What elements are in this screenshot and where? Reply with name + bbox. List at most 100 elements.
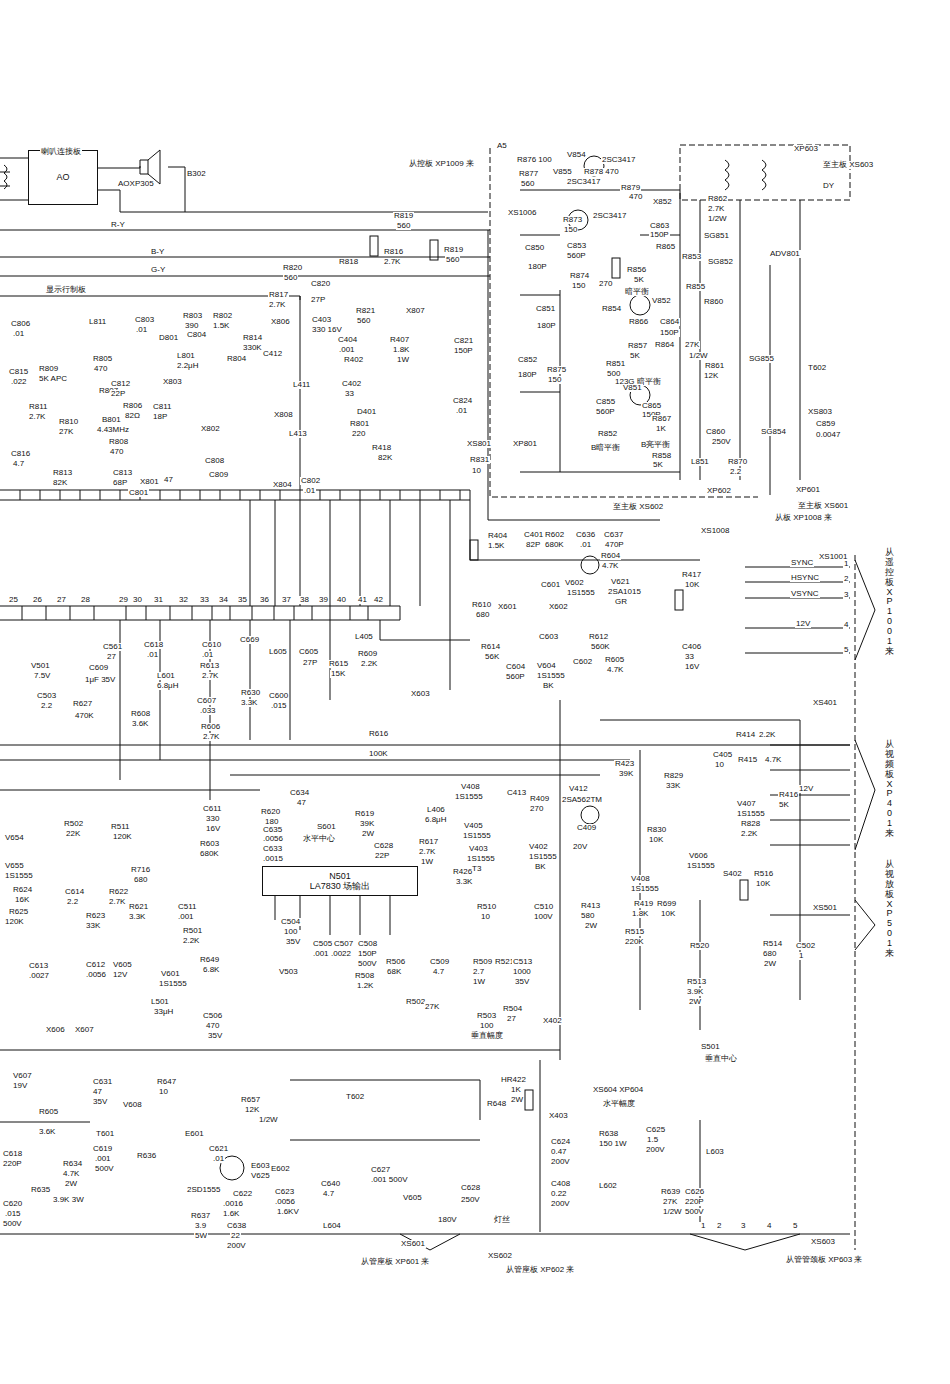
part-label: V855 xyxy=(552,168,573,176)
part-label: 2.2 xyxy=(66,898,79,906)
part-label: R877 xyxy=(518,170,539,178)
part-label: R648 xyxy=(486,1100,507,1108)
part-label: L602 xyxy=(598,1182,618,1190)
part-label: 10 xyxy=(714,761,725,769)
part-label: D801 xyxy=(158,334,179,342)
part-label: C604 xyxy=(505,663,526,671)
part-label: C628 xyxy=(460,1184,481,1192)
part-label: 560 xyxy=(520,180,535,188)
part-label: V851 xyxy=(622,384,643,392)
part-label: 250V xyxy=(711,438,732,446)
part-label: .001 xyxy=(312,950,330,958)
part-label: 1.5K xyxy=(487,542,505,550)
part-label: C816 xyxy=(10,450,31,458)
part-label: C602 xyxy=(572,658,593,666)
part-label: 82P xyxy=(525,541,541,549)
part-label: R639 xyxy=(660,1188,681,1196)
part-label: 1S1555 xyxy=(454,793,484,801)
part-label: R876 100 xyxy=(516,156,553,164)
part-label: 47 xyxy=(296,799,307,807)
part-label: 35V xyxy=(285,938,301,946)
part-label: VSYNC xyxy=(790,590,820,598)
part-label: R605 xyxy=(604,656,625,664)
part-label: R805 xyxy=(92,355,113,363)
part-label: .001 xyxy=(94,1155,112,1163)
part-label: 26 xyxy=(32,596,43,604)
part-label: 2 xyxy=(716,1222,722,1230)
part-label: X601 xyxy=(497,603,518,611)
part-label: S601 xyxy=(316,823,337,831)
part-label: 显示行制板 xyxy=(45,286,87,294)
part-label: 2.2 xyxy=(729,468,742,476)
part-label: C403 xyxy=(311,316,332,324)
part-label: C507 xyxy=(333,940,354,948)
part-label: C619 xyxy=(92,1145,113,1153)
part-label: C631 xyxy=(92,1078,113,1086)
part-label: 1.8K xyxy=(631,910,649,918)
part-label: V605 xyxy=(112,961,133,969)
part-label: V601 xyxy=(160,970,181,978)
part-label: 41 xyxy=(357,596,368,604)
part-label: C637 xyxy=(603,531,624,539)
part-label: C820 xyxy=(310,280,331,288)
part-label: X603 xyxy=(410,690,431,698)
resistor-symbol xyxy=(470,540,478,560)
part-label: 680 xyxy=(133,876,148,884)
part-label: 3.9K xyxy=(686,988,704,996)
part-label: R864 xyxy=(654,341,675,349)
part-label: X402 xyxy=(542,1017,563,1025)
part-label: C806 xyxy=(10,320,31,328)
part-label: X602 xyxy=(548,603,569,611)
part-label: V402 xyxy=(528,843,549,851)
part-label: C401 xyxy=(523,531,544,539)
part-label: 35 xyxy=(237,596,248,604)
part-label: 2.2K xyxy=(740,830,758,838)
part-label: R851 xyxy=(605,360,626,368)
part-label: C863 xyxy=(649,222,670,230)
part-label: C402 xyxy=(341,380,362,388)
part-label: R854 xyxy=(601,305,622,313)
part-label: R856 xyxy=(626,266,647,274)
part-label: C853 xyxy=(566,242,587,250)
part-label: C408 xyxy=(550,1180,571,1188)
part-label: C824 xyxy=(452,397,473,405)
part-label: C855 xyxy=(595,398,616,406)
part-label: .01 xyxy=(579,541,592,549)
part-label: R625 xyxy=(8,908,29,916)
part-label: 2SD1555 xyxy=(186,1186,221,1194)
part-label: R520 xyxy=(689,942,710,950)
part-label: 10 xyxy=(471,467,482,475)
part-label: 19V xyxy=(12,1082,28,1090)
part-label: 4 xyxy=(843,621,849,629)
part-label: 500V xyxy=(684,1208,705,1216)
part-label: 560 xyxy=(445,256,460,264)
resistor-symbol xyxy=(430,240,438,260)
part-label: 560 xyxy=(396,222,411,230)
part-label: 120K xyxy=(112,833,133,841)
part-label: C864 xyxy=(659,318,680,326)
connector-note: 从遥控板XP1001来 xyxy=(884,548,895,657)
part-label: R620 xyxy=(260,808,281,816)
connector-symbol xyxy=(400,560,875,1250)
part-label: XS801 xyxy=(466,440,492,448)
part-label: R616 xyxy=(368,730,389,738)
part-label: R514 xyxy=(762,940,783,948)
part-label: R699 xyxy=(656,900,677,908)
part-label: 5K xyxy=(652,461,664,469)
part-label: 150P xyxy=(659,329,680,337)
part-label: C506 xyxy=(202,1012,223,1020)
part-label: .01 xyxy=(455,407,468,415)
part-label: R608 xyxy=(130,710,151,718)
part-label: R416 xyxy=(778,791,799,799)
amplifier-box: AO xyxy=(28,150,98,205)
part-label: 4.7K xyxy=(601,562,619,570)
part-label: R867 xyxy=(651,415,672,423)
part-label: 100 xyxy=(479,1022,494,1030)
part-label: .0022 xyxy=(330,950,352,958)
part-label: XS602 xyxy=(487,1252,513,1260)
part-label: R602 xyxy=(544,531,565,539)
part-label: SYNC xyxy=(790,559,814,567)
part-label: 4.7 xyxy=(432,968,445,976)
part-label: T602 xyxy=(807,364,827,372)
part-label: C605 xyxy=(298,648,319,656)
